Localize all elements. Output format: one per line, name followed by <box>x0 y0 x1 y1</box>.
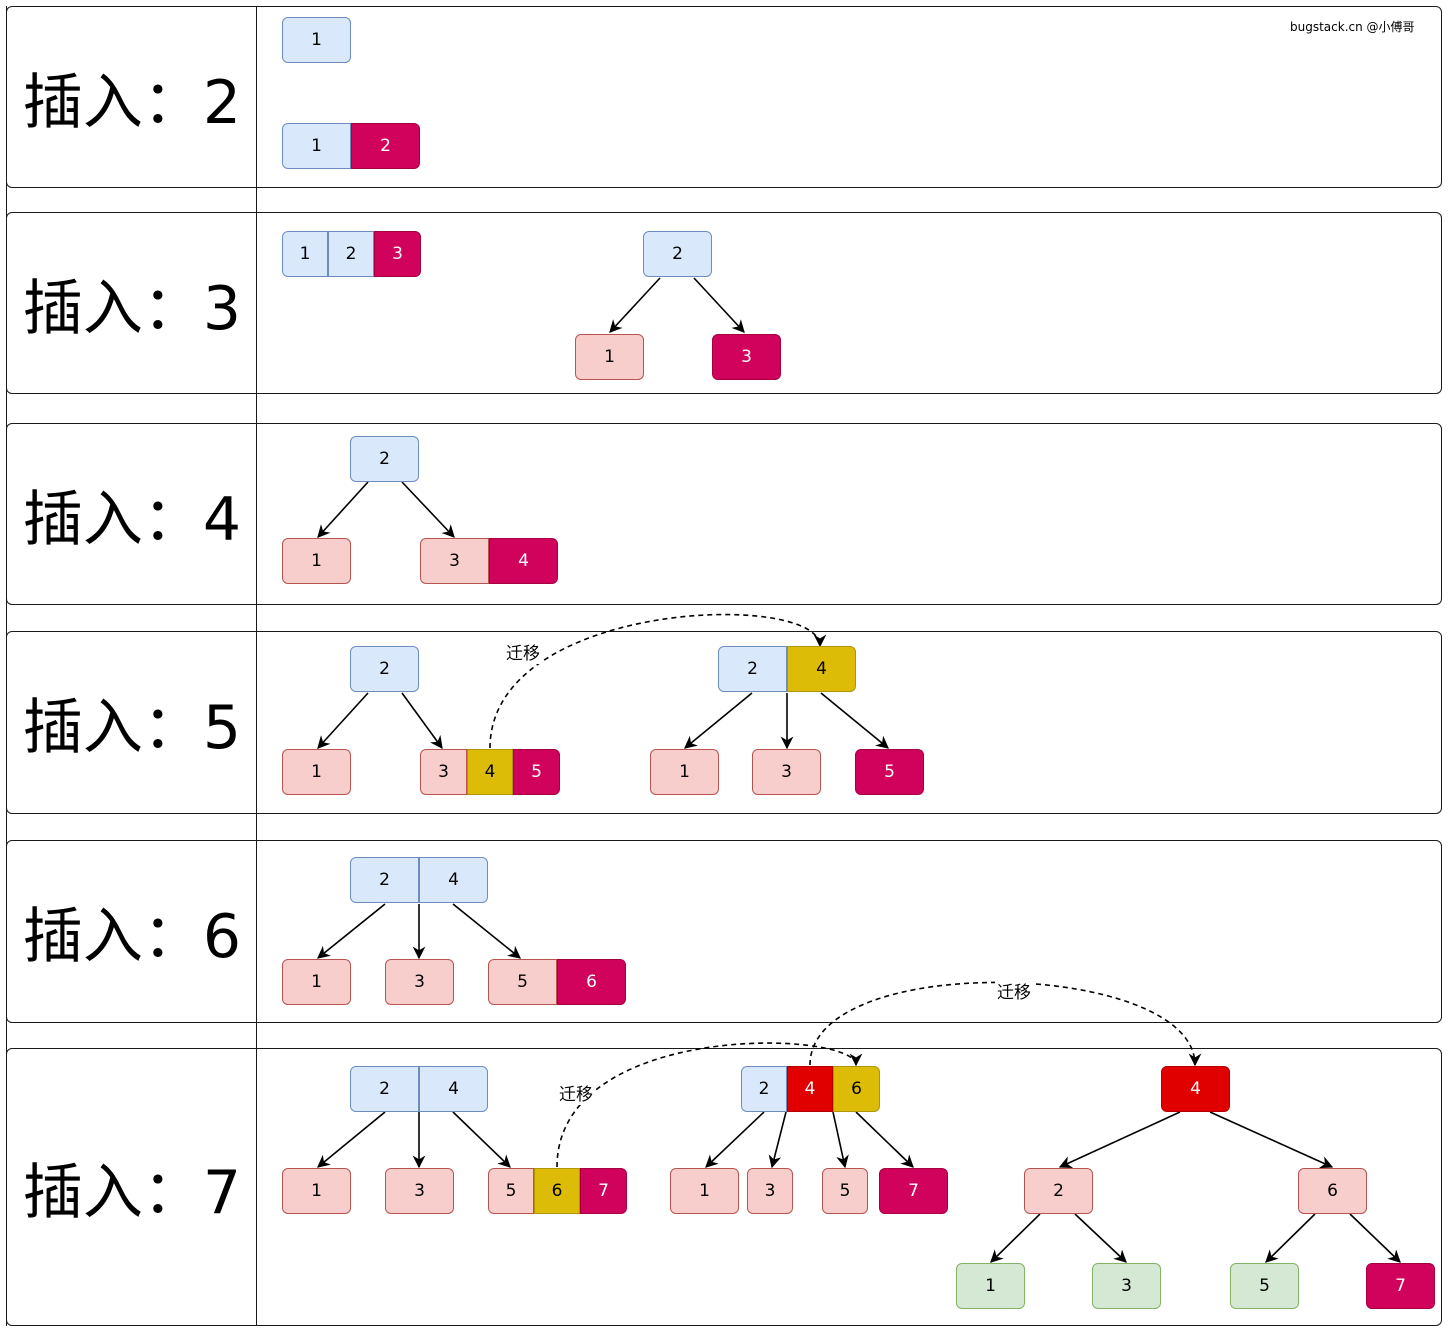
leaf-node: 1 <box>956 1263 1025 1309</box>
leaf-node: 3 <box>385 959 454 1005</box>
leaf-node: 3 <box>385 1168 454 1214</box>
inserted-key-node: 7 <box>1366 1263 1435 1309</box>
leaf-node: 3 <box>1092 1263 1161 1309</box>
key-node: 2 <box>328 231 374 277</box>
leaf-node: 3 <box>752 749 821 795</box>
inserted-key-node: 3 <box>712 334 781 380</box>
row-label: 插入：2 <box>22 67 242 138</box>
inserted-key-node: 3 <box>374 231 421 277</box>
migrated-key-node: 4 <box>787 646 856 692</box>
inserted-key-node: 7 <box>879 1168 948 1214</box>
root-node: 2 <box>741 1066 787 1112</box>
row-label: 插入：4 <box>22 484 242 555</box>
root-node: 2 <box>350 436 419 482</box>
leaf-node: 3 <box>747 1168 793 1214</box>
inserted-key-node: 2 <box>351 123 420 169</box>
root-node: 2 <box>718 646 787 692</box>
row-label: 插入：6 <box>22 902 242 972</box>
insert-6-row: 插入：6 <box>6 840 1442 1023</box>
leaf-node: 1 <box>282 959 351 1005</box>
inserted-key-node: 5 <box>855 749 924 795</box>
key-node: 1 <box>282 17 351 63</box>
leaf-node: 1 <box>670 1168 739 1214</box>
root-node: 4 <box>1161 1066 1230 1112</box>
migrate-label: 迁移 <box>504 639 542 664</box>
migrate-label: 迁移 <box>995 978 1033 1003</box>
leaf-node: 5 <box>488 1168 534 1214</box>
root-node: 2 <box>350 1066 419 1112</box>
migrating-key-node: 4 <box>467 749 513 795</box>
insert-4-row: 插入：4 <box>6 423 1442 605</box>
leaf-node: 5 <box>822 1168 868 1214</box>
watermark: bugstack.cn @小傅哥 <box>1290 20 1415 34</box>
migrated-key-node: 6 <box>833 1066 880 1112</box>
leaf-node: 3 <box>420 538 489 584</box>
promoted-key-node: 4 <box>787 1066 833 1112</box>
root-node: 2 <box>643 231 712 277</box>
row-label: 插入：7 <box>22 1157 242 1228</box>
root-node: 4 <box>419 1066 488 1112</box>
migrating-key-node: 6 <box>534 1168 580 1214</box>
row-label: 插入：5 <box>22 693 242 763</box>
insert-2-row: 插入：2 <box>6 6 1442 188</box>
leaf-node: 3 <box>420 749 467 795</box>
internal-node: 6 <box>1298 1168 1367 1214</box>
key-node: 1 <box>282 231 328 277</box>
key-node: 1 <box>282 123 351 169</box>
root-node: 2 <box>350 646 419 692</box>
inserted-key-node: 4 <box>489 538 558 584</box>
internal-node: 2 <box>1024 1168 1093 1214</box>
leaf-node: 1 <box>650 749 719 795</box>
inserted-key-node: 7 <box>580 1168 627 1214</box>
migrate-label: 迁移 <box>557 1080 595 1105</box>
leaf-node: 1 <box>282 1168 351 1214</box>
root-node: 4 <box>419 857 488 903</box>
inserted-key-node: 5 <box>513 749 560 795</box>
row-label: 插入：3 <box>22 273 242 344</box>
leaf-node: 5 <box>1230 1263 1299 1309</box>
leaf-node: 1 <box>282 749 351 795</box>
root-node: 2 <box>350 857 419 903</box>
inserted-key-node: 6 <box>557 959 626 1005</box>
leaf-node: 1 <box>282 538 351 584</box>
leaf-node: 1 <box>575 334 644 380</box>
leaf-node: 5 <box>488 959 557 1005</box>
column-divider <box>256 6 257 1326</box>
